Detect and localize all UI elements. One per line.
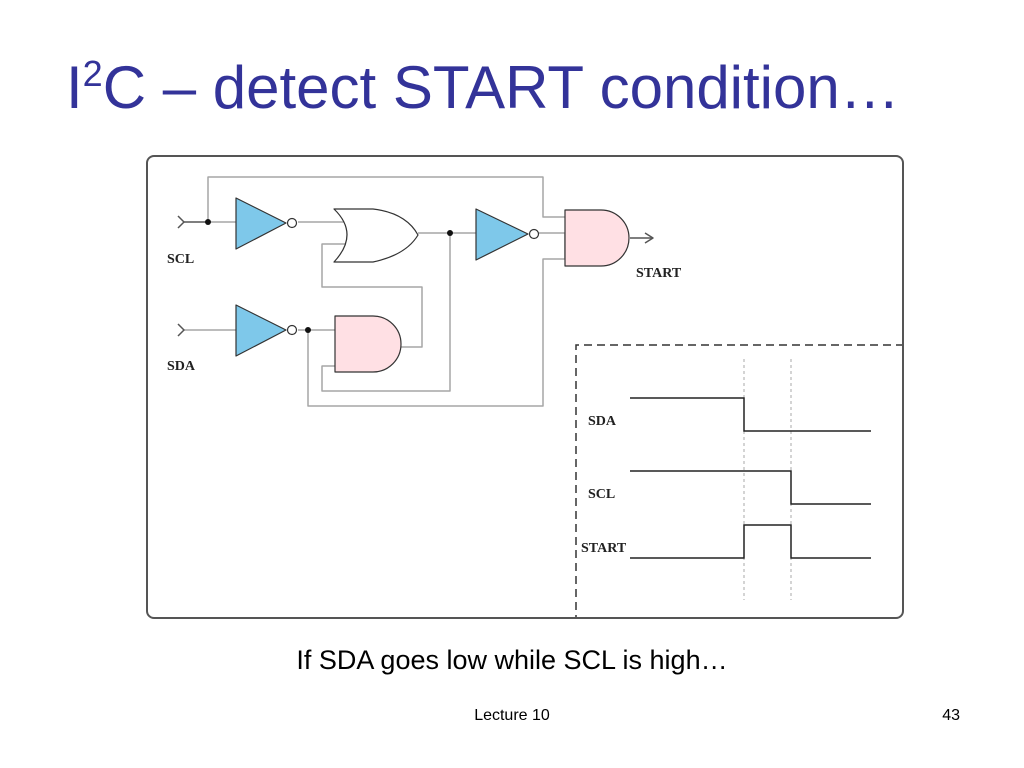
- title-superscript: 2: [82, 53, 103, 94]
- sda-waveform: [630, 397, 871, 432]
- slide-title: I2C – detect START condition…: [66, 56, 900, 118]
- timing-box-border: [575, 344, 902, 617]
- timing-scl-label: SCL: [588, 487, 615, 502]
- circuit-diagram: SCL SDA START SDA SCL START: [167, 176, 902, 617]
- scl-waveform: [630, 470, 871, 505]
- scl-input-label: SCL: [167, 252, 194, 267]
- junction-dots: [205, 219, 453, 333]
- or-gate: [333, 208, 419, 263]
- sda-and-gate: [334, 315, 402, 373]
- page-number: 43: [942, 707, 960, 724]
- timing-diagram: SDA SCL START: [575, 344, 902, 617]
- scl-inverter: [235, 197, 298, 250]
- or-output-inverter: [475, 208, 540, 261]
- start-and-gate: [564, 209, 630, 267]
- title-rest: C – detect START condition…: [102, 54, 900, 121]
- timing-sda-label: SDA: [588, 414, 617, 429]
- timing-start-label: START: [581, 541, 627, 556]
- start-output-label: START: [636, 266, 682, 281]
- diagram-panel: SCL SDA START SDA SCL START: [146, 155, 904, 619]
- slide-caption: If SDA goes low while SCL is high…: [296, 645, 728, 675]
- title-prefix: I: [66, 54, 83, 121]
- sda-input-label: SDA: [167, 359, 196, 374]
- footer-lecture: Lecture 10: [474, 707, 550, 724]
- sda-inverter: [235, 304, 298, 357]
- io-wires: [177, 215, 654, 337]
- start-waveform: [630, 524, 871, 559]
